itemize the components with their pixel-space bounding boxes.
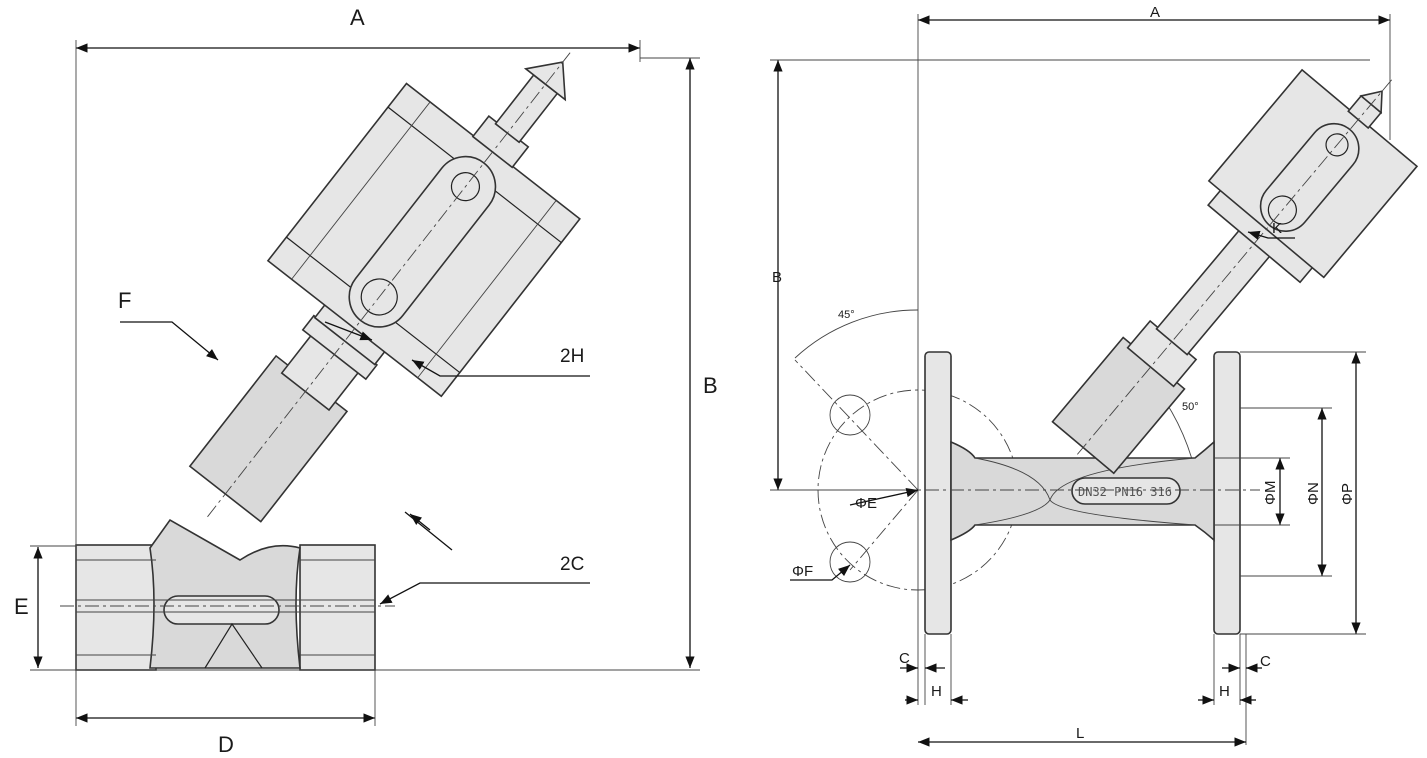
bolt-hole-upper (829, 394, 871, 436)
right-label-k: K (1272, 220, 1282, 237)
right-valve-drawing: DN32 PN16 316 A B 45° 50° (770, 4, 1419, 747)
left-valve-body (60, 518, 395, 671)
right-label-a: A (1150, 4, 1160, 21)
angle-45-label: 45° (838, 309, 855, 321)
right-label-c-right: C (1260, 653, 1271, 670)
right-label-f: ΦF (792, 563, 813, 580)
left-label-e: E (14, 594, 29, 619)
left-flange (924, 351, 952, 635)
right-label-b: B (772, 269, 782, 286)
right-actuator (1051, 68, 1419, 475)
right-label-c-left: C (899, 650, 910, 667)
right-label-n: ΦN (1305, 482, 1322, 505)
left-actuator (188, 52, 581, 523)
left-label-2h: 2H (560, 346, 584, 367)
bolt-hole-lower (829, 541, 871, 583)
right-label-m: ΦM (1262, 481, 1279, 505)
left-label-d: D (218, 732, 234, 757)
left-label-f: F (118, 288, 131, 313)
left-valve-drawing: A B D E F 2H 2C (14, 5, 718, 757)
angle-50-label: 50° (1182, 401, 1199, 413)
nameplate: DN32 PN16 316 (1078, 485, 1172, 499)
left-label-2c: 2C (560, 554, 584, 575)
right-label-l: L (1076, 725, 1084, 742)
right-flange (1213, 351, 1241, 635)
left-label-a: A (350, 5, 365, 30)
right-label-h-right: H (1219, 683, 1230, 700)
left-label-b: B (703, 373, 718, 398)
right-label-e: ΦE (855, 495, 877, 512)
right-label-p: ΦP (1339, 483, 1356, 505)
right-label-h-left: H (931, 683, 942, 700)
